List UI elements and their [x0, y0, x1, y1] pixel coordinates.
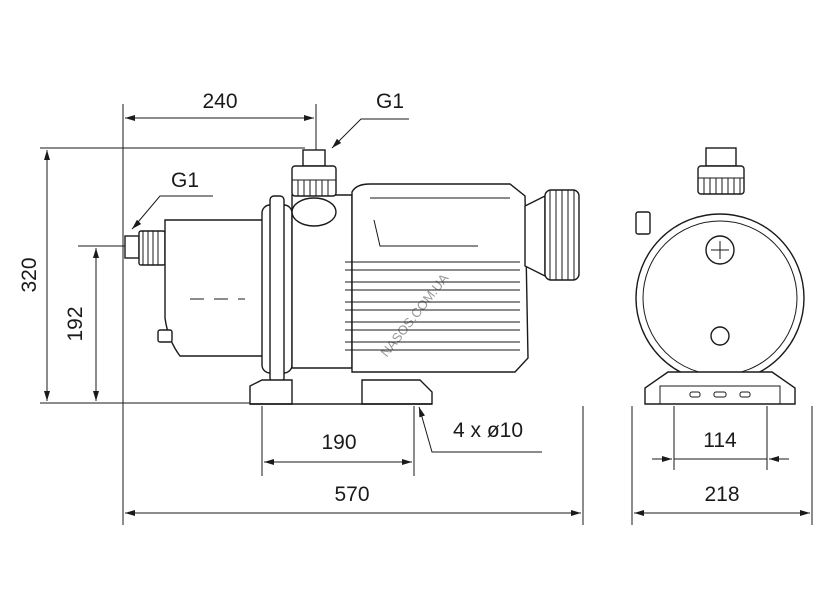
base-foot-left: [249, 379, 293, 405]
dim-label-320: 320: [18, 257, 41, 292]
cooling-fins: [345, 261, 520, 351]
side-view-pump: [124, 149, 580, 405]
inlet-connector: [124, 235, 140, 259]
dim-label-g1-discharge: G1: [376, 90, 404, 113]
dim-label-holes: 4 x ø10: [453, 419, 523, 442]
dim-label-114: 114: [703, 429, 737, 452]
dim-label-g1-inlet: G1: [171, 169, 199, 192]
terminal-knob: [524, 194, 546, 278]
dim-label-218: 218: [704, 483, 739, 506]
end-view-pump: [635, 147, 805, 405]
dim-label-192: 192: [64, 306, 87, 341]
base-foot-right: [361, 379, 433, 405]
dim-label-240: 240: [202, 90, 237, 113]
dimension-lines: [44, 115, 810, 516]
extension-lines: [40, 104, 813, 525]
dim-label-570: 570: [334, 483, 369, 506]
motor-body: [351, 183, 529, 373]
leaders: [131, 118, 542, 453]
drain-plug: [710, 326, 730, 346]
end-view-base: [644, 371, 796, 405]
discharge-connector: [302, 149, 326, 167]
pump-housing: [164, 219, 271, 357]
dim-label-190: 190: [321, 431, 356, 454]
